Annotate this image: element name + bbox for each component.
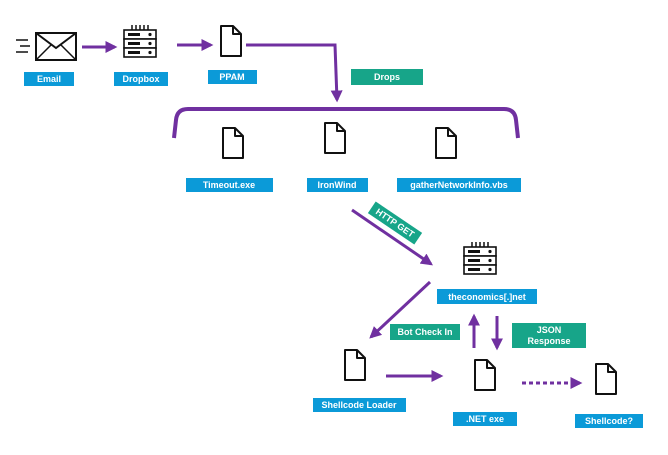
svg-text:.NET exe: .NET exe (466, 414, 504, 424)
svg-text:Shellcode Loader: Shellcode Loader (321, 400, 397, 410)
svg-text:PPAM: PPAM (219, 72, 244, 82)
dropped-files-bracket (172, 107, 520, 139)
edge-label-bot-check-in: Bot Check In (390, 324, 460, 340)
svg-text:Dropbox: Dropbox (123, 74, 160, 84)
file-icon-gather (435, 127, 457, 159)
svg-text:JSON: JSON (537, 325, 562, 335)
svg-text:Shellcode?: Shellcode? (585, 416, 633, 426)
svg-text:Bot Check In: Bot Check In (397, 327, 452, 337)
server-icon-dropbox (123, 24, 157, 58)
node-c2: theconomics[.]net (437, 289, 537, 304)
arrow-c2-loader (369, 280, 432, 339)
node-ppam: PPAM (208, 70, 257, 84)
arrow-ironwind-c2 (351, 208, 433, 266)
svg-text:Email: Email (37, 74, 61, 84)
file-icon-ironwind (324, 122, 346, 154)
file-icon-shellcode (595, 363, 617, 395)
node-gather: gatherNetworkInfo.vbs (397, 178, 521, 192)
file-icon-shellcode-loader (344, 349, 366, 381)
svg-text:Drops: Drops (374, 72, 400, 82)
edge-label-json-response: JSON Response (512, 323, 586, 348)
envelope-icon (16, 32, 77, 61)
arrow-ppam-drops (246, 43, 343, 103)
node-timeout: Timeout.exe (186, 178, 273, 192)
file-icon-timeout (222, 127, 244, 159)
node-dropbox: Dropbox (114, 72, 168, 86)
svg-text:Response: Response (527, 336, 570, 346)
node-ironwind: IronWind (307, 178, 368, 192)
svg-text:gatherNetworkInfo.vbs: gatherNetworkInfo.vbs (410, 180, 508, 190)
file-icon-dotnet (474, 359, 496, 391)
node-email: Email (24, 72, 74, 86)
node-dotnet: .NET exe (453, 412, 517, 426)
node-shellcode-loader: Shellcode Loader (313, 398, 406, 412)
node-shellcode: Shellcode? (575, 414, 643, 428)
svg-text:IronWind: IronWind (318, 180, 357, 190)
svg-text:theconomics[.]net: theconomics[.]net (448, 292, 526, 302)
server-icon-c2 (463, 241, 497, 275)
svg-text:Timeout.exe: Timeout.exe (203, 180, 255, 190)
file-icon-ppam (220, 25, 242, 57)
svg-text:HTTP GET: HTTP GET (374, 206, 417, 239)
edge-label-drops: Drops (351, 69, 423, 85)
